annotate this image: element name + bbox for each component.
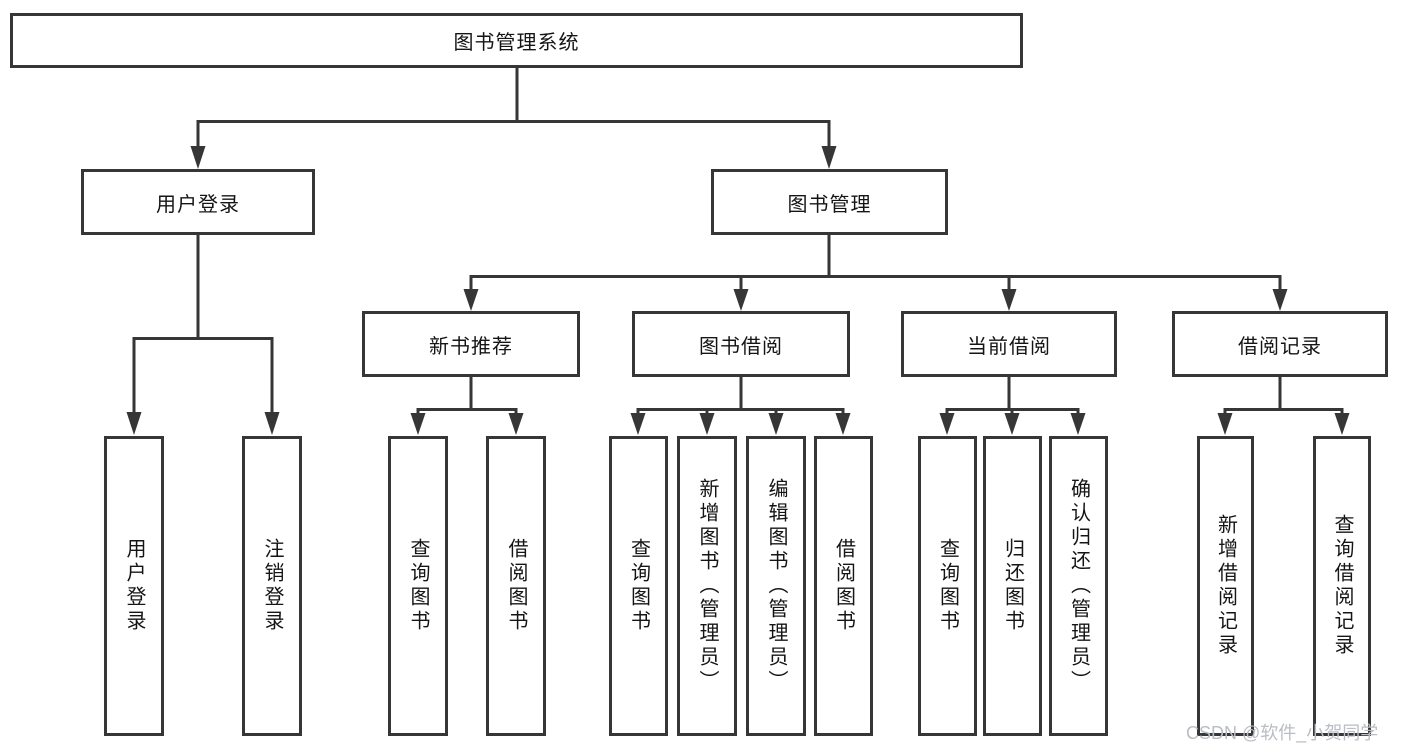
node-label: 图书借阅: [699, 335, 783, 358]
node-label: 新增借阅记录: [1214, 514, 1237, 658]
node-leaf-logout: 注销登录: [242, 436, 302, 736]
node-label: 新书推荐: [429, 335, 513, 358]
node-leaf-add-books-admin: 新增图书（管理员）: [677, 436, 737, 736]
node-current-borrowing: 当前借阅: [901, 311, 1117, 377]
node-leaf-borrow-books: 借阅图书: [814, 436, 873, 736]
node-label: 新增图书（管理员）: [696, 478, 718, 694]
node-leaf-query-borrow-record: 查询借阅记录: [1313, 436, 1371, 736]
csdn-watermark: CSDN @软件_小贺同学: [1186, 723, 1379, 743]
node-label: 编辑图书（管理员）: [765, 478, 787, 694]
node-label: 图书管理系统: [453, 32, 580, 54]
node-label: 查询图书: [407, 538, 429, 634]
node-label: 借阅图书: [832, 538, 855, 634]
node-leaf-confirm-return-admin: 确认归还（管理员）: [1049, 436, 1108, 736]
node-borrowing-records: 借阅记录: [1172, 311, 1388, 377]
node-label: 借阅图书: [505, 538, 527, 634]
node-label: 用户登录: [156, 193, 240, 216]
node-new-book-recommendation: 新书推荐: [362, 311, 580, 377]
node-user-login: 用户登录: [81, 169, 315, 235]
node-library-management-system: 图书管理系统: [10, 13, 1023, 68]
node-label: 归还图书: [1001, 538, 1024, 634]
node-label: 用户登录: [123, 538, 145, 634]
node-leaf-current-query-books: 查询图书: [918, 436, 977, 736]
node-label: 查询图书: [936, 538, 959, 634]
node-label: 借阅记录: [1238, 335, 1322, 358]
node-leaf-user-login: 用户登录: [104, 436, 164, 736]
node-label: 查询图书: [627, 538, 650, 634]
node-leaf-recommend-query-books: 查询图书: [388, 436, 448, 736]
node-book-management: 图书管理: [711, 169, 948, 235]
node-leaf-add-borrow-record: 新增借阅记录: [1197, 436, 1254, 736]
node-label: 注销登录: [261, 538, 283, 634]
node-label: 查询借阅记录: [1331, 514, 1353, 658]
node-leaf-recommend-borrow-books: 借阅图书: [486, 436, 546, 736]
node-label: 确认归还（管理员）: [1067, 478, 1090, 694]
node-leaf-return-books: 归还图书: [983, 436, 1042, 736]
node-label: 图书管理: [787, 193, 872, 216]
node-book-borrowing: 图书借阅: [632, 311, 850, 377]
node-leaf-edit-books-admin: 编辑图书（管理员）: [746, 436, 806, 736]
node-leaf-borrow-query-books: 查询图书: [609, 436, 668, 736]
node-label: 当前借阅: [967, 335, 1051, 358]
